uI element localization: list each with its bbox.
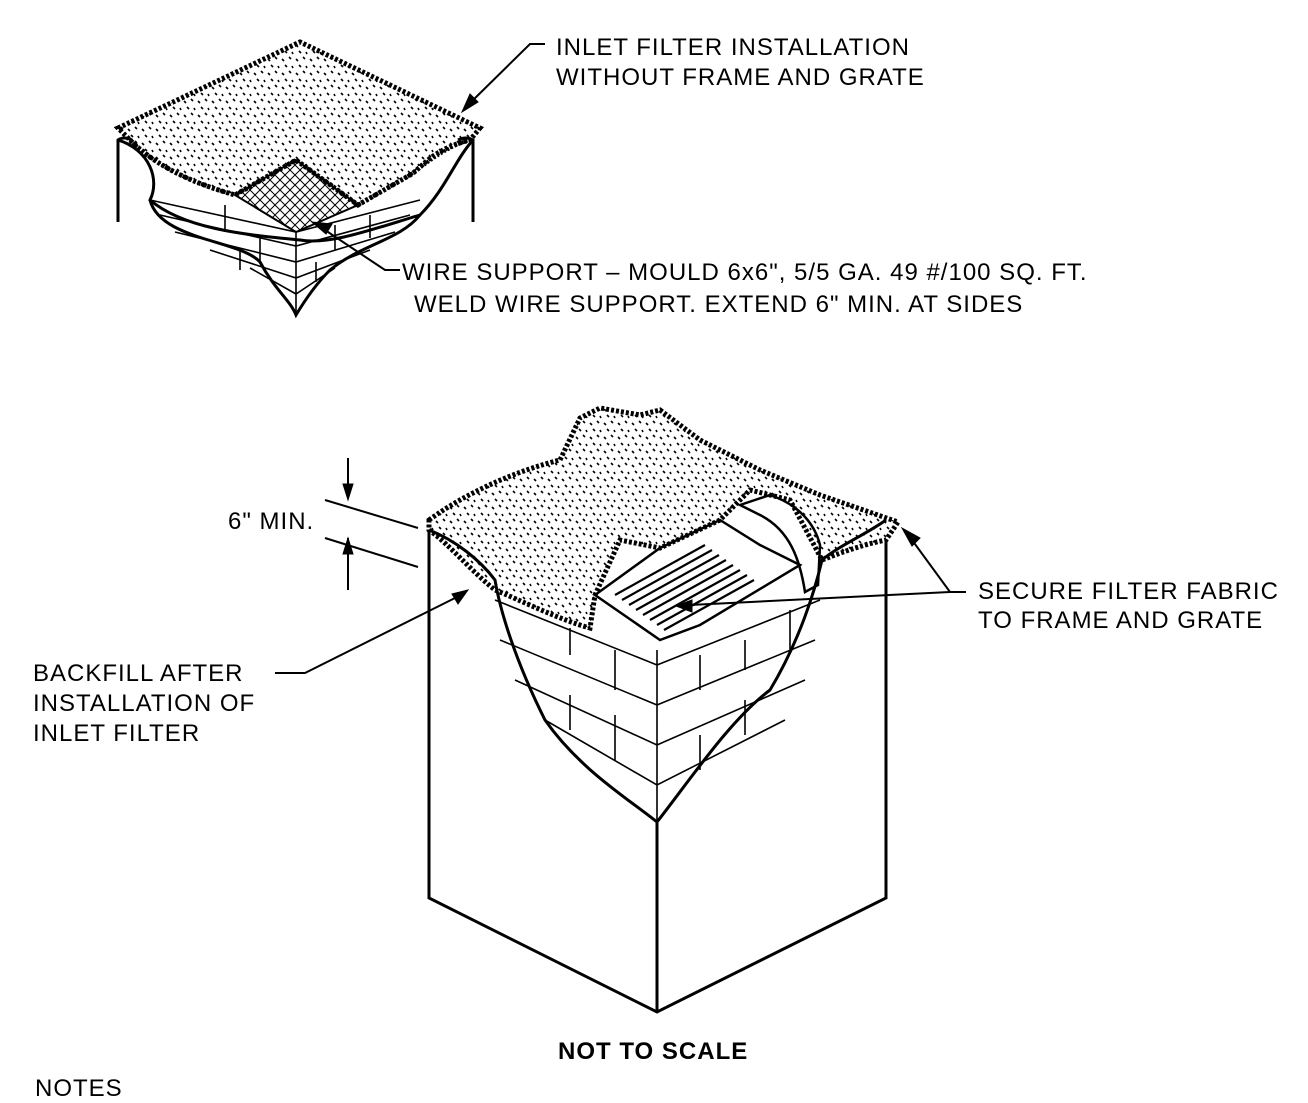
dimension-line — [324, 458, 419, 590]
top-wire-mesh — [233, 158, 361, 234]
scale-note: NOT TO SCALE — [558, 1038, 749, 1065]
backfill-label-line2: INSTALLATION OF — [33, 690, 256, 717]
inlet-filter-label-line1: INLET FILTER INSTALLATION — [556, 34, 910, 61]
top-inlet-diagram — [113, 39, 545, 319]
backfill-label-line3: INLET FILTER — [33, 720, 201, 747]
secure-fabric-leader-1 — [911, 539, 966, 593]
grate-slots — [614, 544, 755, 631]
backfill-leader — [275, 597, 456, 674]
secure-fabric-label-line1: SECURE FILTER FABRIC — [978, 578, 1279, 605]
curb-frame — [736, 493, 822, 594]
backfill-arrowhead — [451, 589, 470, 605]
wire-support-arrowhead — [310, 221, 333, 235]
main-block-wall — [494, 599, 821, 822]
backfill-label-line1: BACKFILL AFTER — [33, 660, 244, 687]
dimension-arrow-bottom — [342, 536, 354, 555]
dimension-label: 6" MIN. — [228, 508, 315, 535]
dimension-arrow-top — [342, 483, 354, 502]
wire-support-label-line1: WIRE SUPPORT – MOULD 6x6", 5/5 GA. 49 #/… — [402, 259, 1088, 286]
inlet-filter-arrowhead — [460, 93, 479, 114]
secure-fabric-arrow-1 — [900, 526, 921, 547]
secure-fabric-arrow-2 — [674, 599, 693, 613]
inlet-filter-label-line2: WITHOUT FRAME AND GRATE — [556, 64, 925, 91]
secure-fabric-label-line2: TO FRAME AND GRATE — [978, 607, 1264, 634]
top-left-post — [116, 136, 133, 222]
top-fabric-drape — [128, 138, 471, 208]
wire-support-leader — [324, 229, 400, 271]
main-fabric-surface — [426, 405, 902, 632]
wire-support-label-line2: WELD WIRE SUPPORT. EXTEND 6" MIN. AT SID… — [414, 291, 1024, 318]
secure-fabric-leader-2 — [689, 591, 951, 606]
main-inlet-diagram — [275, 405, 966, 1014]
inlet-filter-leader — [467, 43, 545, 106]
frame-and-grate — [592, 518, 803, 642]
